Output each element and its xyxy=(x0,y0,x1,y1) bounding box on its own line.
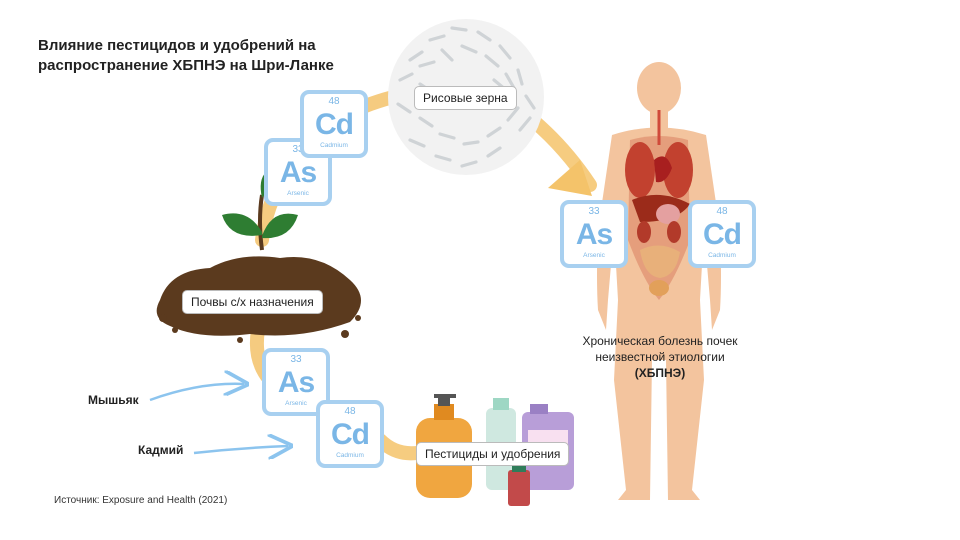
rice-label: Рисовые зерна xyxy=(414,86,517,110)
element-name: Arsenic xyxy=(583,252,605,259)
element-symbol: As xyxy=(277,366,315,399)
cadmium-label: Кадмий xyxy=(138,443,184,457)
cadmium-arrow xyxy=(193,446,288,453)
element-symbol: Cd xyxy=(703,218,742,251)
atomic-number: 33 xyxy=(588,206,600,217)
atomic-number: 48 xyxy=(328,96,340,107)
atomic-number: 48 xyxy=(344,406,356,417)
element-name: Arsenic xyxy=(287,190,309,197)
arsenic-arrow xyxy=(149,384,244,402)
arsenic-label: Мышьяк xyxy=(88,393,139,407)
element-symbol: As xyxy=(279,156,317,189)
element-symbol: As xyxy=(575,218,613,251)
source-note: Источник: Exposure and Health (2021) xyxy=(54,495,228,506)
element-symbol: Cd xyxy=(315,108,354,141)
ckd-line-1: Хроническая болезнь почек xyxy=(582,334,738,348)
diagram-title: Влияние пестицидов и удобрений на распро… xyxy=(38,37,334,74)
ckd-abbreviation: (ХБПНЭ) xyxy=(634,366,686,380)
ckd-caption: Хроническая болезнь почек неизвестной эт… xyxy=(560,333,760,381)
element-symbol: Cd xyxy=(331,418,370,451)
element-name: Arsenic xyxy=(285,400,307,407)
ckd-line-2: неизвестной этиологии xyxy=(595,350,725,364)
flow-arrowhead xyxy=(548,160,592,196)
atomic-number: 33 xyxy=(292,144,304,155)
arsenic-tile-body: 33 As Arsenic xyxy=(560,200,628,268)
atomic-number: 33 xyxy=(290,354,302,365)
element-name: Cadmium xyxy=(336,452,364,459)
cadmium-tile-source: 48 Cd Cadmium xyxy=(316,400,384,468)
soil-label: Почвы с/х назначения xyxy=(182,290,323,314)
pesticides-label: Пестициды и удобрения xyxy=(416,442,570,466)
element-name: Cadmium xyxy=(320,142,348,149)
cadmium-tile-body: 48 Cd Cadmium xyxy=(688,200,756,268)
element-name: Cadmium xyxy=(708,252,736,259)
arsenic-tile-source: 33 As Arsenic xyxy=(262,348,330,416)
cadmium-tile-plant: 48 Cd Cadmium xyxy=(300,90,368,158)
arsenic-tile-plant: 33 As Arsenic xyxy=(264,138,332,206)
atomic-number: 48 xyxy=(716,206,728,217)
human-body-organs-icon xyxy=(597,62,721,500)
